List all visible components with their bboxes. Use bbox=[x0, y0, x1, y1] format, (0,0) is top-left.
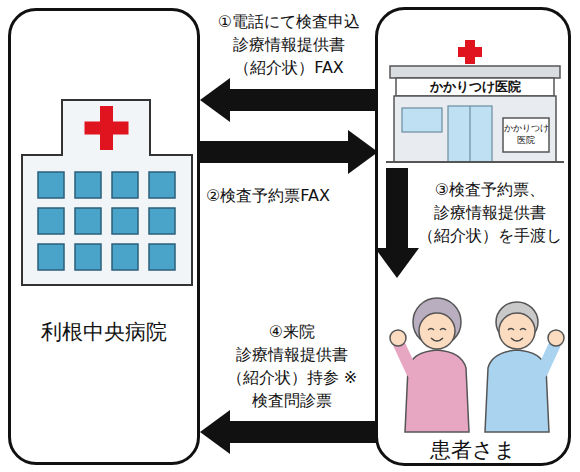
clinic-illustration-part bbox=[396, 78, 554, 96]
edge-label: ①電話にて検査申込 診療情報提供書 （紹介状）FAX bbox=[206, 10, 372, 79]
hospital-illustration-part-part bbox=[149, 208, 175, 234]
patients-label: 患者さま bbox=[378, 436, 568, 464]
hospital-illustration-part-part bbox=[112, 208, 138, 234]
patients-illustration-part bbox=[548, 330, 564, 346]
clinic-illustration-part bbox=[458, 47, 482, 57]
hospital-illustration-part bbox=[22, 100, 192, 285]
flow-arrow bbox=[230, 89, 378, 111]
patients-illustration-part bbox=[542, 344, 555, 372]
clinic-box: かかりつけ医院かかりつけ 医院 bbox=[378, 40, 568, 168]
hospital-illustration-part-part bbox=[75, 208, 101, 234]
clinic-illustration-part bbox=[469, 106, 470, 162]
clinic-illustration-part bbox=[503, 118, 549, 152]
hospital-illustration-part-part bbox=[38, 208, 64, 234]
clinic-illustration-part bbox=[394, 96, 556, 162]
hospital-illustration-part-part bbox=[38, 244, 64, 270]
edge-label: ②検査予約票FAX bbox=[206, 184, 372, 207]
hospital-illustration-part-part bbox=[149, 172, 175, 198]
clinic-illustration-part bbox=[448, 106, 492, 162]
patients-illustration-part bbox=[428, 329, 446, 342]
patients-illustration-part bbox=[399, 344, 412, 372]
clinic-stand-sign: かかりつけ 医院 bbox=[503, 122, 549, 146]
hospital-illustration-part-part bbox=[112, 172, 138, 198]
hospital-illustration-part-part bbox=[112, 244, 138, 270]
patients-illustration-part bbox=[485, 350, 549, 432]
clinic-illustration-part bbox=[402, 108, 442, 132]
flow-arrow bbox=[386, 168, 408, 248]
hospital-name: 利根中央病院 bbox=[11, 318, 197, 346]
patients-illustration bbox=[390, 298, 564, 432]
clinic-illustration-part bbox=[390, 66, 560, 78]
hospital-illustration bbox=[22, 100, 192, 285]
hospital-illustration-part-part bbox=[75, 244, 101, 270]
hospital-illustration-part-part bbox=[38, 172, 64, 198]
hospital-illustration-part bbox=[38, 172, 175, 270]
patient-side-frame bbox=[377, 9, 570, 465]
clinic-sign: かかりつけ医院 bbox=[396, 78, 554, 96]
edge-label: ③検査予約票、 診療情報提供書 （紹介状）を手渡し bbox=[413, 178, 567, 247]
patients-illustration-part bbox=[419, 313, 455, 349]
edge-label: ④来院 診療情報提供書 （紹介状）持参 ※検査問診票 bbox=[226, 320, 358, 412]
flow-arrow bbox=[230, 421, 378, 443]
clinic-illustration bbox=[386, 40, 564, 162]
connector-layer bbox=[200, 100, 397, 432]
flow-arrow bbox=[200, 141, 348, 163]
patients-illustration-part bbox=[499, 313, 535, 349]
patients-illustration-part bbox=[405, 350, 469, 432]
hospital-box: 利根中央病院 bbox=[8, 8, 200, 465]
hospital-illustration-part bbox=[85, 122, 129, 135]
patients-illustration-part bbox=[390, 330, 406, 346]
patients-box: 患者さま bbox=[378, 278, 568, 465]
hospital-illustration-part-part bbox=[149, 244, 175, 270]
patients-illustration-part bbox=[508, 329, 526, 342]
clinic-illustration-part bbox=[386, 161, 564, 163]
hospital-illustration-part-part bbox=[75, 172, 101, 198]
